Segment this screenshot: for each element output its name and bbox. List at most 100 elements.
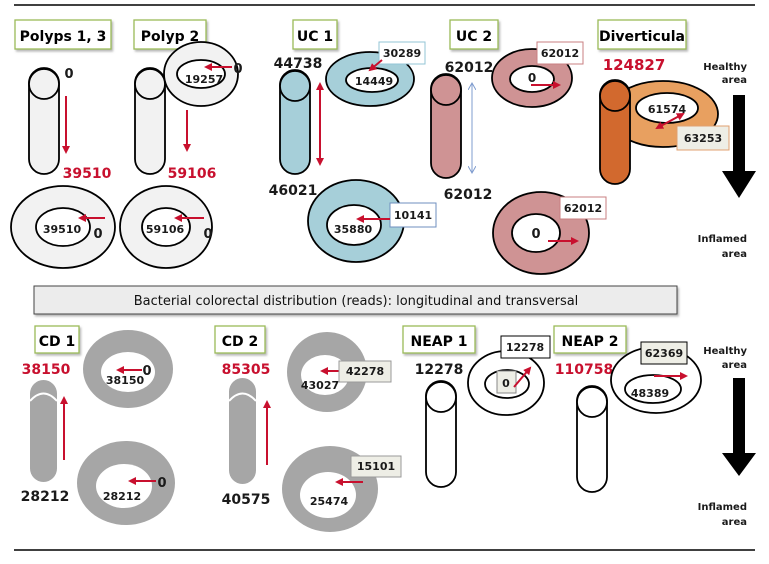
legend-healthy-area-label: area [722,360,747,371]
ring-box-value: 15101 [357,460,395,473]
legend-bottom: Healthy area Inflamed area [698,346,756,528]
top-value: 62012 [445,60,494,76]
top-value: 12278 [415,362,464,378]
ring-box-value: 62012 [541,47,579,60]
panel-title-box [214,325,266,354]
tube-opening [29,392,58,402]
banner: Bacterial colorectal distribution (reads… [33,285,678,315]
cross-section-lumen [101,352,155,392]
ring-inner-value: 19257 [185,73,223,86]
legend-healthy-area-label: area [722,75,747,86]
ring-box-value: 12278 [506,341,544,354]
panel-title: Polyps 1, 3 [20,29,107,45]
panel-title-box [449,19,499,50]
tube-opening [576,386,608,418]
ring-inner-value: 39510 [43,223,82,236]
panel-diverticula: Diverticula 124827 61574 63253 [597,19,730,185]
panel-title: Diverticula [599,29,685,45]
cross-section-lumen [35,207,91,247]
panel-polyp-2: Polyp 2 19257 0 59106 59106 0 [119,19,243,269]
panel-title-box [553,325,627,354]
gradient-down-arrow-icon [722,95,756,198]
transversal-arrow [655,113,685,129]
ring-box-value: 63253 [684,132,722,145]
ring-inner-value: 28212 [103,490,141,503]
cross-section-lumen [326,204,382,246]
panel-neap-2: NEAP 2 110758 48389 62369 [553,325,702,493]
ring-outer-value: 0 [157,476,166,491]
ring-box-value: 62369 [645,347,683,360]
panel-title-box [34,325,80,354]
ring-box [500,335,551,359]
panel-uc-2: UC 2 62012 62012 0 62012 0 62012 [430,19,607,275]
panel-title: UC 2 [456,29,492,45]
gradient-down-arrow-icon [722,378,756,476]
top-value: 110758 [555,362,613,378]
ring-box-value: 30289 [383,47,421,60]
top-value: 85305 [222,362,271,378]
ring-inner-value: 0 [528,71,536,85]
ring-outer-value: 0 [93,227,102,242]
ring-box-value: 62012 [564,202,602,215]
ring-inner-value: 61574 [648,103,687,116]
transversal-arrow [513,366,532,388]
top-value: 38150 [22,362,71,378]
panel-neap-1: NEAP 1 12278 0 12278 [402,325,551,488]
ring-box-value: 42278 [346,365,384,378]
tube-opening [430,74,462,106]
panel-title: CD 2 [222,334,259,350]
tube-opening [28,68,60,100]
cross-section-lumen [301,355,349,395]
ring-inner-value: 59106 [146,223,185,236]
panel-uc-1: UC 1 44738 46021 14449 30289 35880 10141 [269,19,437,263]
ring-inner-value: 38150 [106,374,145,387]
ring-inner-value: 14449 [355,75,393,88]
bottom-value: 62012 [444,187,493,203]
bottom-value: 46021 [269,183,318,199]
ring-inner-value: 48389 [631,387,669,400]
banner-title: Bacterial colorectal distribution (reads… [134,294,579,309]
panel-title: NEAP 2 [562,334,619,350]
ring-box [338,360,392,383]
ring-box [350,455,402,478]
ring-box [378,41,426,65]
bottom-value: 28212 [21,489,70,505]
tube-opening [599,80,631,112]
panel-title: NEAP 1 [411,334,468,350]
panel-title: UC 1 [297,29,333,45]
top-value: 44738 [274,56,323,72]
cross-section-lumen [96,464,152,508]
tube-opening [425,381,457,413]
banner-box [33,285,678,315]
panel-polyps-1-3: Polyps 1, 3 0 39510 39510 0 [10,19,116,269]
cross-section-lumen [624,374,682,404]
ring-box [389,202,437,228]
legend-inflamed-label: Inflamed [698,502,747,513]
ring-outer-value: 0 [203,227,212,242]
panel-cd-1: CD 1 38150 28212 38150 0 28212 0 [21,325,175,525]
top-value: 124827 [603,56,666,74]
panel-title-box [402,325,476,354]
ring-box [559,196,607,220]
panel-title-box [14,19,112,50]
panel-cd-2: CD 2 85305 40575 43027 42278 25474 15101 [214,325,402,532]
ring-box-value: 10141 [394,209,432,222]
ring-box [676,125,730,151]
tube-opening [279,70,311,102]
ring-inner-value: 35880 [334,223,373,236]
legend-inflamed-area-label: area [722,249,747,260]
ring-inner-value: 0 [502,377,510,390]
transversal-arrow [368,59,383,72]
ring-box [536,41,584,65]
colon-tube [30,380,57,482]
ring-outer-value: 0 [233,62,242,77]
top-value: 0 [64,67,73,82]
ring-inner-box [496,370,517,394]
bottom-value: 59106 [168,166,217,182]
panel-title-box [292,19,338,50]
legend-healthy-label: Healthy [703,346,747,357]
panel-title-box [597,19,687,50]
ring-inner-value: 25474 [310,495,349,508]
tube-opening [134,68,166,100]
